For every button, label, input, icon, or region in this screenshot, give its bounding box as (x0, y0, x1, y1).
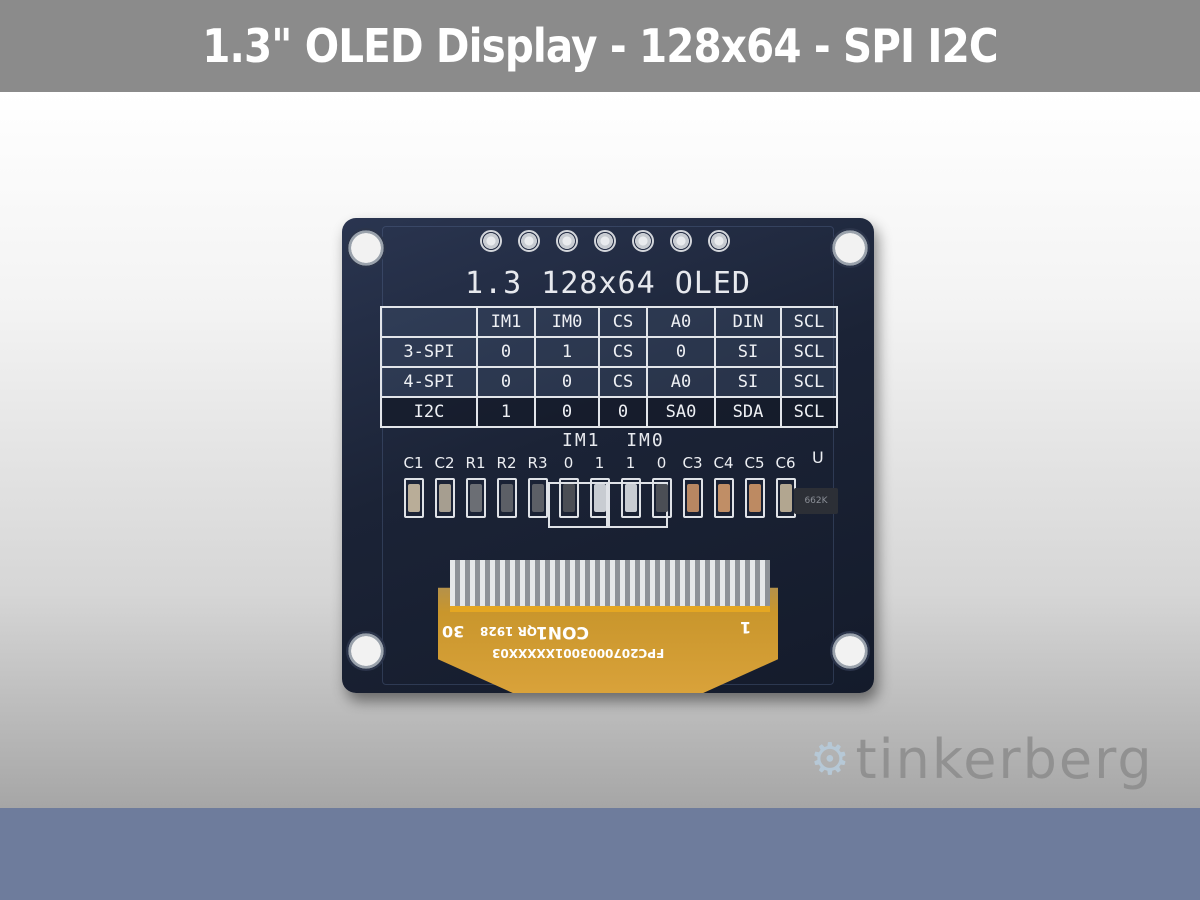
header-pin-6 (670, 230, 692, 252)
table-header-cell (380, 306, 478, 338)
table-header-cell: IM0 (534, 306, 600, 338)
header-pin-1 (480, 230, 502, 252)
jumper-label-im0: IM0 (626, 430, 665, 451)
table-cell: 4-SPI (380, 366, 478, 398)
fpc-connector-label: CON1 (536, 622, 589, 642)
table-cell: 3-SPI (380, 336, 478, 368)
table-cell: SI (714, 336, 782, 368)
table-cell: SCL (780, 366, 838, 398)
component-c3: C3 (681, 454, 704, 518)
mount-hole-bottom-right (830, 631, 870, 671)
gear-icon: ⚙ (810, 733, 850, 785)
table-cell: 0 (476, 366, 536, 398)
board-title: 1.3 128x64 OLED (465, 266, 751, 301)
table-row: 3-SPI 0 1 CS 0 SI SCL (380, 336, 838, 368)
brand-name: tinkerberg (855, 728, 1154, 791)
table-header-row: IM1 IM0 CS A0 DIN SCL (380, 306, 838, 338)
mount-hole-top-right (830, 228, 870, 268)
table-row: I2C 1 0 0 SA0 SDA SCL (380, 396, 838, 428)
table-cell: 0 (534, 366, 600, 398)
component-c1: C1 (402, 454, 425, 518)
header-pin-5 (632, 230, 654, 252)
table-cell: 0 (598, 396, 648, 428)
component-c2: C2 (433, 454, 456, 518)
table-cell: I2C (380, 396, 478, 428)
table-header-cell: A0 (646, 306, 716, 338)
jumper-im1-1: 1 (588, 454, 611, 518)
header-pin-2 (518, 230, 540, 252)
mount-hole-bottom-left (346, 631, 386, 671)
brand-watermark: ⚙ tinkerberg (810, 728, 1154, 791)
table-cell: 0 (646, 336, 716, 368)
page-title: 1.3" OLED Display - 128x64 - SPI I2C (202, 19, 998, 73)
table-cell: CS (598, 366, 648, 398)
title-bar: 1.3" OLED Display - 128x64 - SPI I2C (0, 0, 1200, 92)
component-r2: R2 (495, 454, 518, 518)
footer-bar (0, 808, 1200, 900)
table-cell: CS (598, 336, 648, 368)
component-c4: C4 (712, 454, 735, 518)
header-pin-4 (594, 230, 616, 252)
header-pin-3 (556, 230, 578, 252)
voltage-regulator: 662K (794, 488, 838, 514)
table-cell: 0 (476, 336, 536, 368)
table-cell: 0 (534, 396, 600, 428)
table-header-cell: SCL (780, 306, 838, 338)
fpc-pin-first-label: 1 (740, 618, 752, 637)
table-row: 4-SPI 0 0 CS A0 SI SCL (380, 366, 838, 398)
component-c5: C5 (743, 454, 766, 518)
jumper-im0-0: 0 (650, 454, 673, 518)
fpc-date-code: QR 1928 (480, 624, 538, 638)
oled-module-pcb: 1.3 128x64 OLED IM1 IM0 CS A0 DIN SCL 3-… (342, 218, 874, 693)
interface-mode-table: IM1 IM0 CS A0 DIN SCL 3-SPI 0 1 CS 0 SI … (380, 306, 838, 428)
smd-component-row: C1 C2 R1 R2 R3 0 1 1 0 C3 C4 C5 C6 (402, 454, 797, 518)
table-cell: SCL (780, 336, 838, 368)
table-header-cell: CS (598, 306, 648, 338)
jumper-labels: IM1 IM0 (562, 430, 665, 451)
table-header-cell: DIN (714, 306, 782, 338)
mount-hole-top-left (346, 228, 386, 268)
table-cell: A0 (646, 366, 716, 398)
fpc-part-number: FPC2070003001XXXXX03 (492, 646, 665, 660)
fpc-pin-last-label: 30 (442, 622, 465, 641)
fpc-pins (450, 560, 770, 612)
jumper-im1-0: 0 (557, 454, 580, 518)
jumper-im0-1: 1 (619, 454, 642, 518)
component-r1: R1 (464, 454, 487, 518)
table-cell: SA0 (646, 396, 716, 428)
component-r3: R3 (526, 454, 549, 518)
table-cell: SCL (780, 396, 838, 428)
jumper-label-im1: IM1 (562, 430, 601, 451)
table-cell: SDA (714, 396, 782, 428)
table-cell: 1 (476, 396, 536, 428)
table-cell: 1 (534, 336, 600, 368)
regulator-label: U (812, 448, 824, 467)
table-header-cell: IM1 (476, 306, 536, 338)
header-pin-7 (708, 230, 730, 252)
table-cell: SI (714, 366, 782, 398)
